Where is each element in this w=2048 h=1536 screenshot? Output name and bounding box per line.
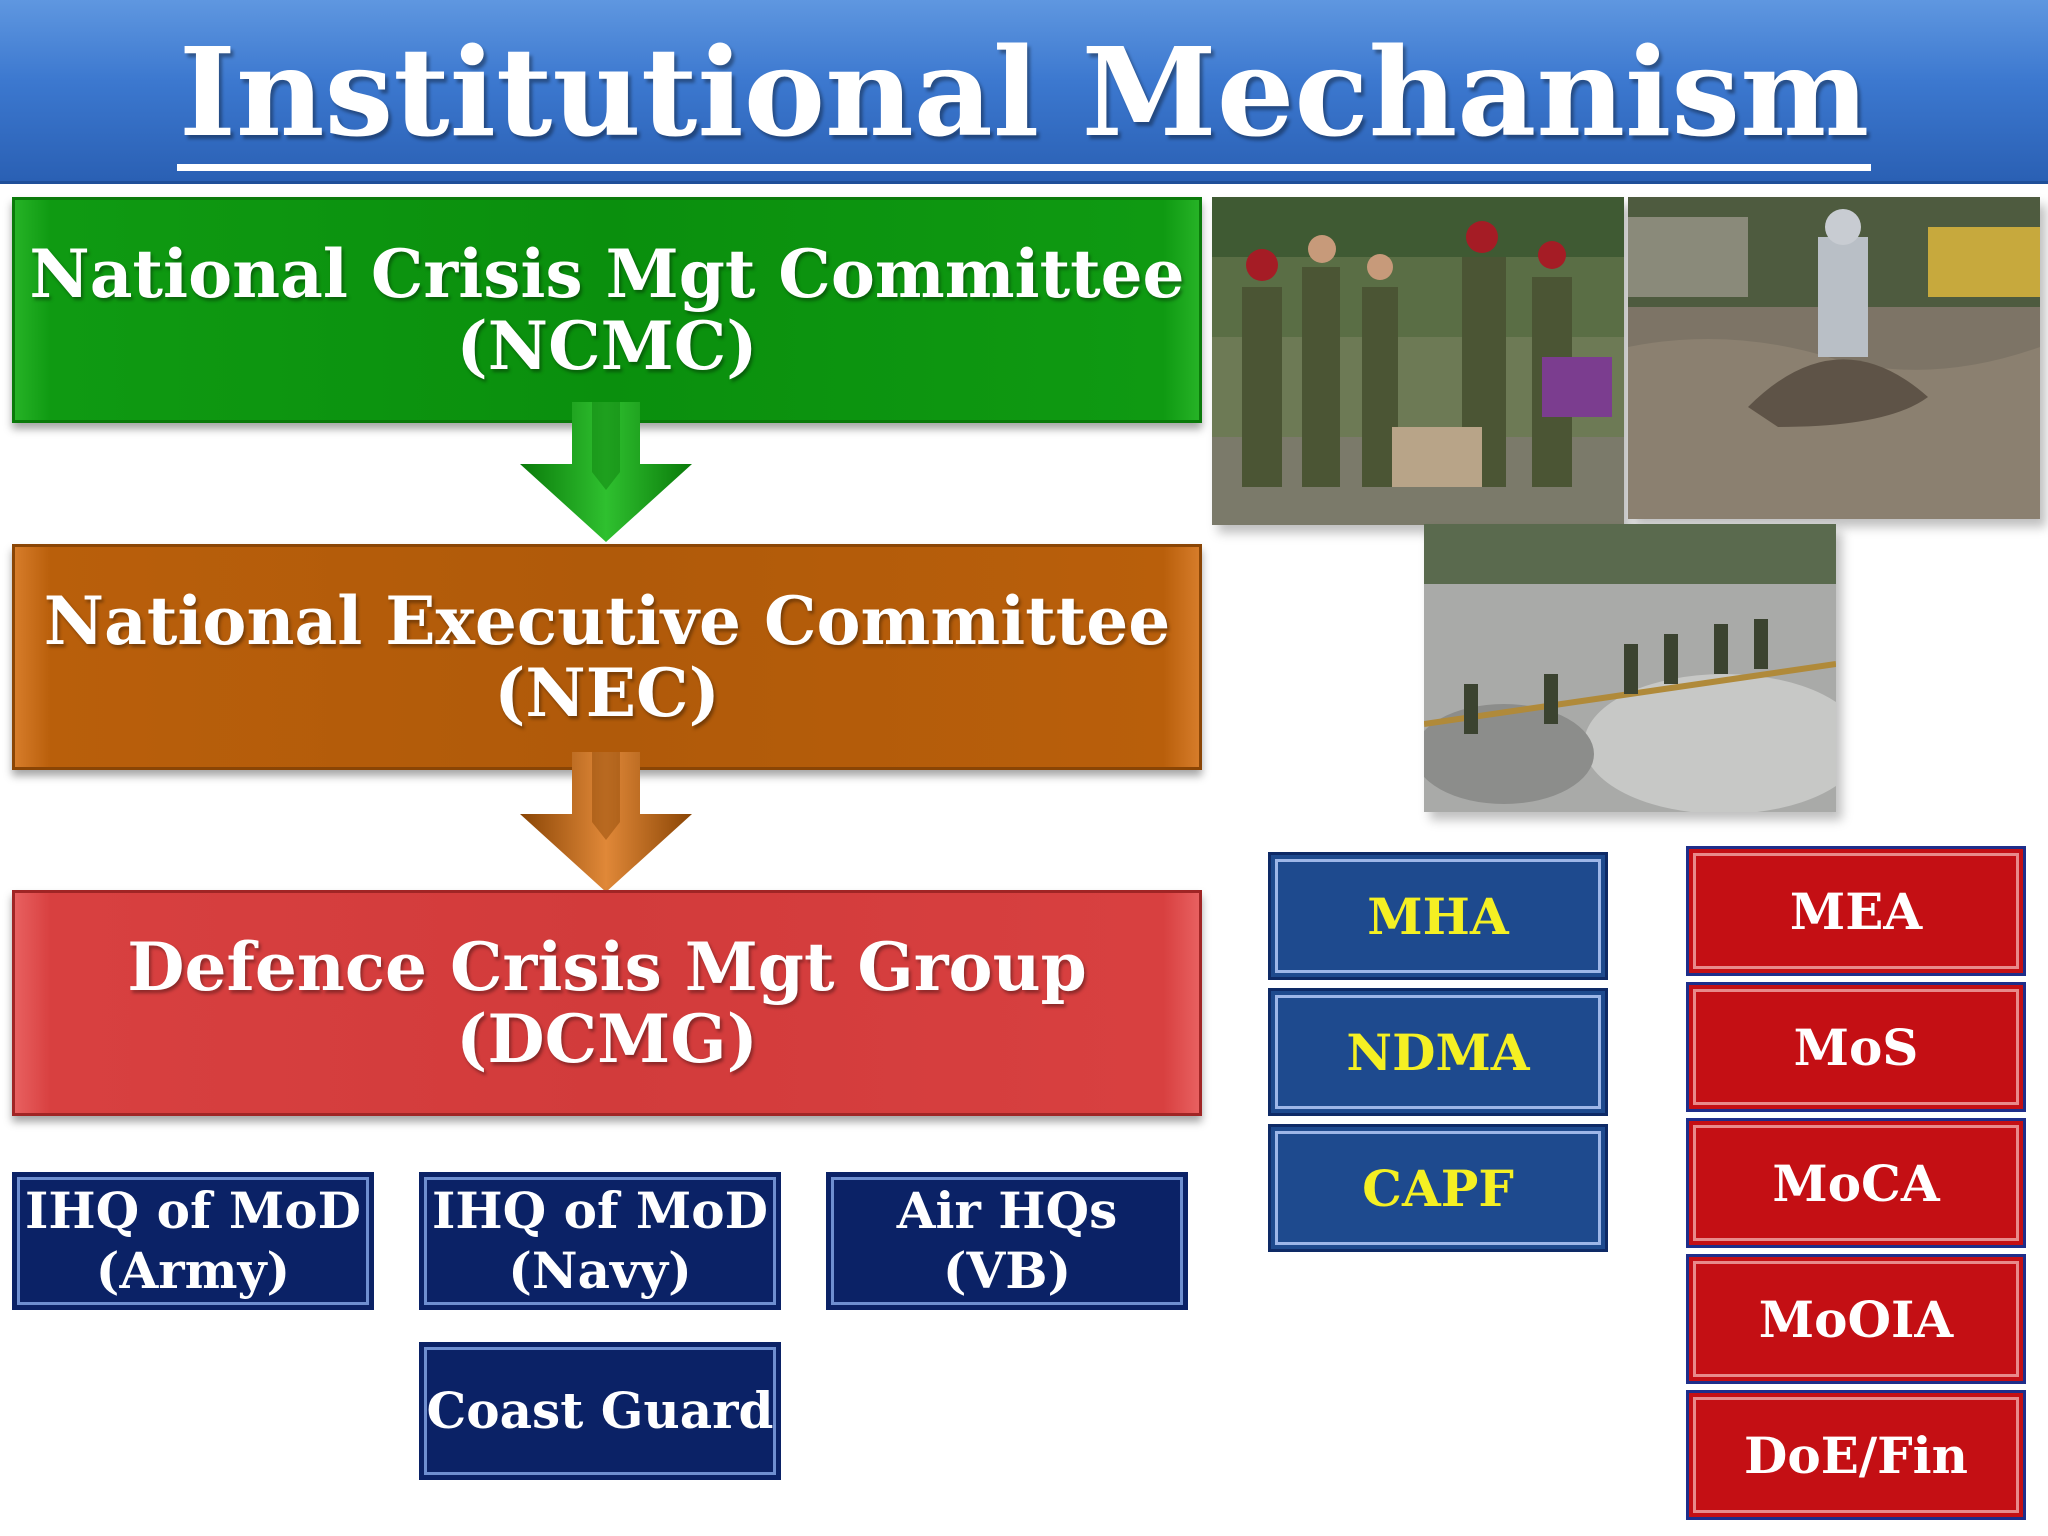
down-arrow-icon-orange xyxy=(520,752,692,892)
ministry-mea-box: MEA xyxy=(1686,846,2026,976)
ministry-mha-box: MHA xyxy=(1268,852,1608,980)
ihq-army-box: IHQ of MoD (Army) xyxy=(12,1172,374,1310)
ministry-moca-label: MoCA xyxy=(1772,1153,1940,1213)
page-title: Institutional Mechanism xyxy=(0,20,2048,171)
photo-flood-statue xyxy=(1628,197,2040,519)
nec-box: National Executive Committee (NEC) xyxy=(12,544,1202,770)
ministry-doe-fin-label: DoE/Fin xyxy=(1744,1425,1968,1485)
ministry-capf-box: CAPF xyxy=(1268,1124,1608,1252)
ministry-ndma-label: NDMA xyxy=(1346,1022,1530,1082)
ministry-doe-fin-box: DoE/Fin xyxy=(1686,1390,2026,1520)
ihq-navy-line2: (Navy) xyxy=(508,1241,692,1300)
photo-river-crossing xyxy=(1424,524,1836,812)
nec-name: National Executive Committee xyxy=(43,582,1171,660)
page-title-text: Institutional Mechanism xyxy=(176,20,1872,171)
ncmc-box: National Crisis Mgt Committee (NCMC) xyxy=(12,197,1202,423)
down-arrow-icon-green xyxy=(520,402,692,542)
ihq-army-line2: (Army) xyxy=(95,1241,291,1300)
ministry-mha-label: MHA xyxy=(1367,886,1509,946)
ministry-mooia-box: MoOIA xyxy=(1686,1254,2026,1384)
dcmg-name: Defence Crisis Mgt Group xyxy=(127,928,1087,1006)
air-hqs-line1: Air HQs xyxy=(896,1181,1118,1240)
ministry-mooia-label: MoOIA xyxy=(1758,1289,1954,1349)
ihq-navy-line1: IHQ of MoD xyxy=(432,1181,768,1240)
ihq-navy-box: IHQ of MoD (Navy) xyxy=(419,1172,781,1310)
nec-abbr: (NEC) xyxy=(494,654,720,732)
ministry-moca-box: MoCA xyxy=(1686,1118,2026,1248)
ncmc-abbr: (NCMC) xyxy=(456,307,758,385)
air-hqs-box: Air HQs (VB) xyxy=(826,1172,1188,1310)
ncmc-name: National Crisis Mgt Committee xyxy=(29,235,1185,313)
dcmg-abbr: (DCMG) xyxy=(456,1000,758,1078)
coast-guard-box: Coast Guard xyxy=(419,1342,781,1480)
photo-army-rescue xyxy=(1212,197,1624,525)
air-hqs-line2: (VB) xyxy=(942,1241,1072,1300)
title-banner xyxy=(0,0,2048,184)
ministry-ndma-box: NDMA xyxy=(1268,988,1608,1116)
ministry-mea-label: MEA xyxy=(1789,881,1923,941)
ministry-capf-label: CAPF xyxy=(1362,1158,1514,1218)
ministry-mos-label: MoS xyxy=(1793,1017,1919,1077)
coast-guard-label: Coast Guard xyxy=(426,1381,774,1440)
ihq-army-line1: IHQ of MoD xyxy=(25,1181,361,1240)
ministry-mos-box: MoS xyxy=(1686,982,2026,1112)
dcmg-box: Defence Crisis Mgt Group (DCMG) xyxy=(12,890,1202,1116)
